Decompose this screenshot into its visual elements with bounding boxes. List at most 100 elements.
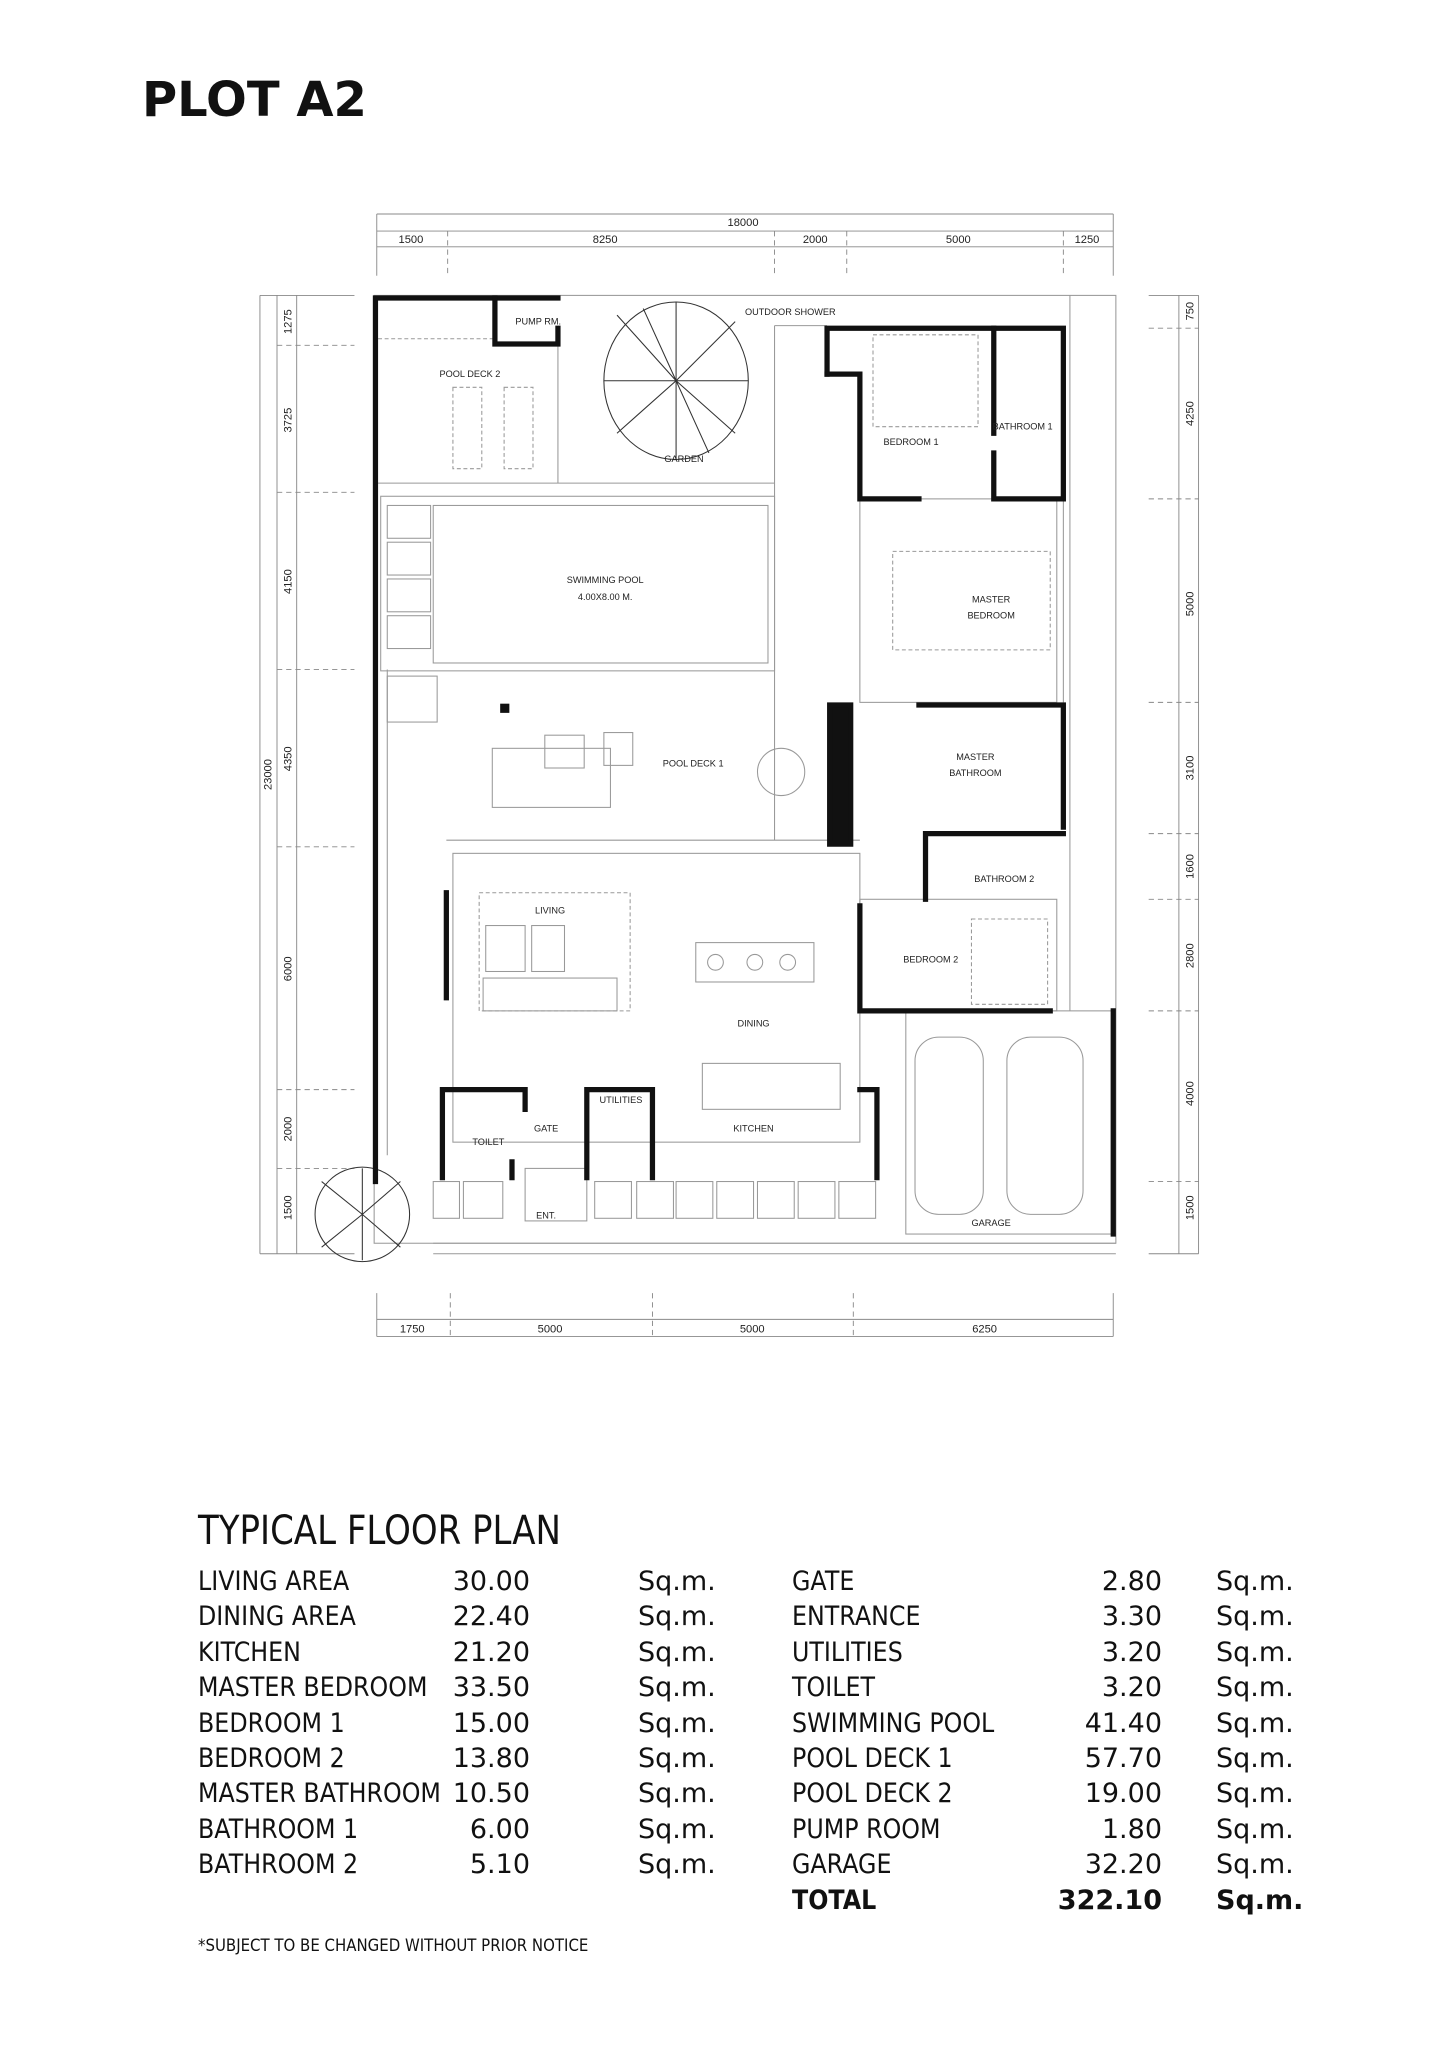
area-name: BATHROOM 1	[198, 1813, 359, 1845]
left-dimensions	[259, 294, 355, 1255]
walls	[372, 295, 1116, 1237]
label-bedroom-2: BEDROOM 2	[903, 954, 958, 964]
label-dining: DINING	[737, 1019, 769, 1029]
area-value: 21.20	[452, 1636, 530, 1668]
garden-tree-icon	[603, 301, 749, 461]
dim-top-total: 18000	[728, 217, 759, 229]
label-living: LIVING	[535, 906, 565, 916]
area-value: 5.10	[469, 1849, 530, 1881]
label-master-bedroom: MASTER	[972, 595, 1011, 605]
right-dimensions	[1148, 294, 1200, 1255]
dim-right: 4000	[1184, 1081, 1196, 1106]
area-value: 10.50	[452, 1778, 530, 1810]
page-title: PLOT A2	[142, 72, 367, 128]
area-value: 322.10	[1057, 1884, 1162, 1916]
label-kitchen: KITCHEN	[733, 1124, 773, 1134]
area-name: SWIMMING POOL	[792, 1707, 995, 1739]
label-pool-deck-2: POOL DECK 2	[440, 369, 501, 379]
disclaimer-note: *SUBJECT TO BE CHANGED WITHOUT PRIOR NOT…	[198, 1936, 589, 1956]
area-value: 3.20	[1101, 1636, 1162, 1668]
label-bathroom-2: BATHROOM 2	[974, 874, 1034, 884]
dim-right: 1600	[1184, 854, 1196, 879]
dim-top: 1500	[399, 234, 424, 246]
area-unit: Sq.m.	[1216, 1636, 1294, 1668]
area-value: 33.50	[452, 1672, 530, 1704]
dim-right: 1500	[1184, 1195, 1196, 1220]
area-name: PUMP ROOM	[792, 1813, 941, 1845]
area-unit: Sq.m.	[638, 1566, 716, 1597]
dim-left: 4350	[282, 746, 294, 771]
label-bathroom-1: BATHROOM 1	[993, 421, 1053, 431]
dim-right: 5000	[1184, 592, 1196, 617]
area-unit: Sq.m.	[638, 1849, 716, 1881]
label-master-bedroom: BEDROOM	[967, 610, 1014, 620]
area-value: 19.00	[1084, 1778, 1162, 1810]
area-name: MASTER BATHROOM	[198, 1778, 441, 1810]
label-toilet: TOILET	[472, 1137, 504, 1147]
area-value: 13.80	[452, 1742, 530, 1774]
dim-left: 6000	[282, 956, 294, 981]
area-unit: Sq.m.	[1216, 1601, 1294, 1633]
label-entrance: ENT.	[536, 1210, 556, 1220]
area-name: BEDROOM 2	[198, 1742, 345, 1774]
area-name: GATE	[792, 1566, 855, 1597]
area-unit: Sq.m.	[638, 1636, 716, 1668]
area-name: KITCHEN	[198, 1636, 301, 1668]
area-unit: Sq.m.	[638, 1601, 716, 1633]
label-pool-deck-1: POOL DECK 1	[663, 759, 724, 769]
area-unit: Sq.m.	[1216, 1778, 1294, 1810]
label-outdoor-shower: OUTDOOR SHOWER	[745, 307, 836, 317]
top-dimensions	[376, 213, 1114, 276]
area-unit: Sq.m.	[638, 1813, 716, 1845]
area-value: 32.20	[1084, 1849, 1162, 1881]
dim-top: 2000	[803, 234, 828, 246]
dim-bottom: 1750	[400, 1324, 425, 1336]
dim-left: 1500	[282, 1195, 294, 1220]
area-name: POOL DECK 1	[792, 1742, 953, 1774]
area-unit: Sq.m.	[1216, 1672, 1294, 1704]
area-value: 22.40	[452, 1601, 530, 1633]
thin-lines	[373, 294, 1117, 1255]
label-swimming-pool: SWIMMING POOL	[567, 575, 644, 585]
dim-top: 1250	[1075, 234, 1100, 246]
area-name: TOTAL	[792, 1884, 877, 1916]
area-unit: Sq.m.	[638, 1778, 716, 1810]
area-unit: Sq.m.	[1216, 1707, 1294, 1739]
area-value: 2.80	[1101, 1566, 1162, 1597]
area-heading: TYPICAL FLOOR PLAN	[198, 1508, 561, 1554]
area-value: 57.70	[1084, 1742, 1162, 1774]
dim-right: 2800	[1184, 943, 1196, 968]
dim-right: 750	[1184, 302, 1196, 321]
dim-left: 1275	[282, 309, 294, 334]
dim-bottom: 5000	[538, 1324, 563, 1336]
dim-right: 3100	[1184, 756, 1196, 781]
label-master-bathroom: MASTER	[956, 752, 995, 762]
area-name: UTILITIES	[792, 1636, 903, 1668]
area-name: TOILET	[792, 1672, 875, 1704]
area-unit: Sq.m.	[638, 1672, 716, 1704]
label-pump-room: PUMP RM.	[515, 316, 561, 326]
area-name: BEDROOM 1	[198, 1707, 345, 1739]
label-pool-size: 4.00X8.00 M.	[578, 592, 633, 602]
area-value: 15.00	[452, 1707, 530, 1739]
area-value: 3.30	[1101, 1601, 1162, 1633]
area-name: MASTER BEDROOM	[198, 1672, 428, 1704]
area-name: GARAGE	[792, 1849, 892, 1881]
dim-left: 2000	[282, 1117, 294, 1142]
area-unit: Sq.m.	[1216, 1566, 1294, 1597]
area-value: 41.40	[1084, 1707, 1162, 1739]
area-name: LIVING AREA	[198, 1566, 350, 1597]
dim-left-total: 23000	[263, 759, 275, 790]
label-utilities: UTILITIES	[600, 1095, 643, 1105]
label-gate: GATE	[534, 1124, 558, 1134]
dim-top: 8250	[593, 234, 618, 246]
area-value: 30.00	[452, 1566, 530, 1597]
area-name: DINING AREA	[198, 1601, 356, 1633]
label-garden: GARDEN	[664, 454, 703, 464]
area-unit: Sq.m.	[1216, 1813, 1294, 1845]
dim-left: 3725	[282, 408, 294, 433]
area-unit: Sq.m.	[1216, 1884, 1304, 1916]
label-garage: GARAGE	[972, 1218, 1011, 1228]
